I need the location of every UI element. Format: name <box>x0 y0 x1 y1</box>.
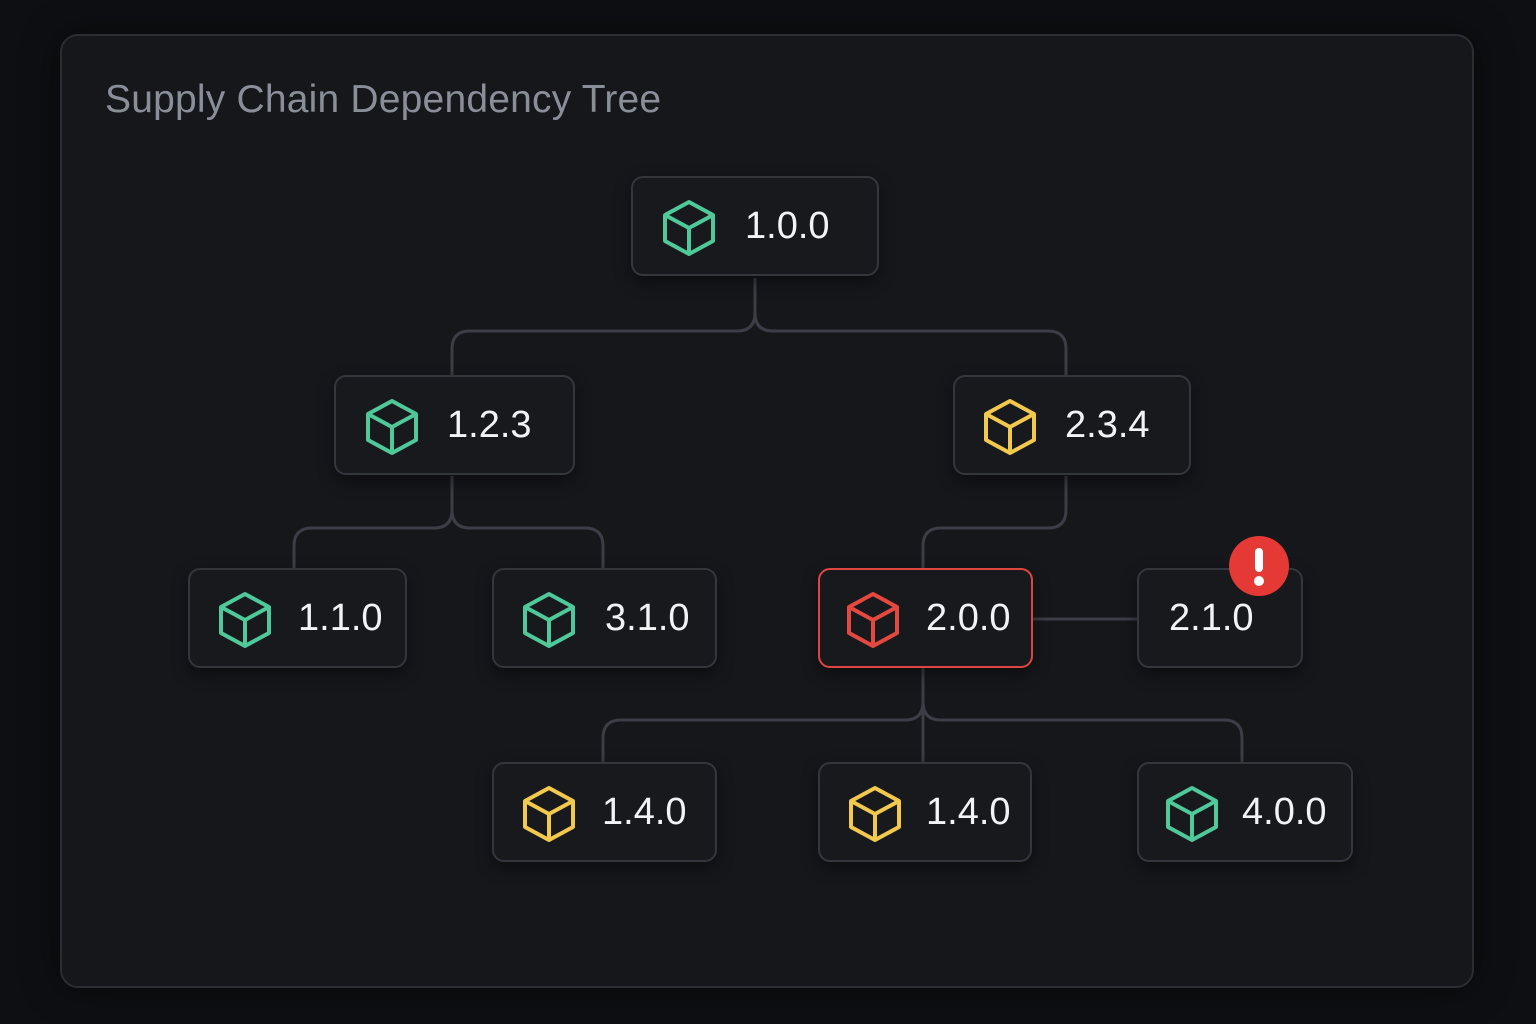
exclamation-badge-icon <box>1229 536 1289 596</box>
package-cube-icon <box>663 200 715 256</box>
dependency-version: 1.0.0 <box>745 205 830 247</box>
package-cube-icon <box>219 592 271 648</box>
package-cube-icon <box>1166 786 1218 842</box>
package-cube-icon <box>984 399 1036 455</box>
dependency-node-b2[interactable]: 1.4.0 <box>818 762 1032 862</box>
dependency-version: 2.0.0 <box>926 597 1011 639</box>
page-title: Supply Chain Dependency Tree <box>105 78 662 121</box>
dependency-node-right[interactable]: 2.3.4 <box>953 375 1191 475</box>
dependency-node-root[interactable]: 1.0.0 <box>631 176 879 276</box>
edge-vuln-b1 <box>601 668 925 763</box>
dependency-node-lr[interactable]: 3.1.0 <box>492 568 717 668</box>
package-cube-icon <box>366 399 418 455</box>
dependency-version: 2.1.0 <box>1169 597 1254 639</box>
edge-right-vuln <box>921 476 1068 569</box>
dependency-version: 1.4.0 <box>602 791 687 833</box>
edge-root-left <box>450 278 757 376</box>
dependency-node-conflict[interactable]: 2.1.0 <box>1137 568 1303 668</box>
dependency-version: 1.4.0 <box>926 791 1011 833</box>
dependency-node-b1[interactable]: 1.4.0 <box>492 762 717 862</box>
dependency-version: 4.0.0 <box>1242 791 1327 833</box>
dependency-node-ll[interactable]: 1.1.0 <box>188 568 407 668</box>
dependency-version: 1.2.3 <box>447 404 532 446</box>
dependency-node-vulnerable[interactable]: 2.0.0 <box>818 568 1033 668</box>
package-cube-icon <box>523 786 575 842</box>
package-cube-icon <box>849 786 901 842</box>
dependency-version: 1.1.0 <box>298 597 383 639</box>
edge-left-ll <box>292 476 454 569</box>
package-cube-icon <box>523 592 575 648</box>
dependency-version: 2.3.4 <box>1065 404 1150 446</box>
dependency-version: 3.1.0 <box>605 597 690 639</box>
dependency-node-b3[interactable]: 4.0.0 <box>1137 762 1353 862</box>
package-cube-icon <box>847 592 899 648</box>
edge-root-right <box>753 278 1068 376</box>
dependency-node-left[interactable]: 1.2.3 <box>334 375 575 475</box>
edge-vuln-b3 <box>921 668 1244 763</box>
edge-left-lr <box>450 476 605 569</box>
